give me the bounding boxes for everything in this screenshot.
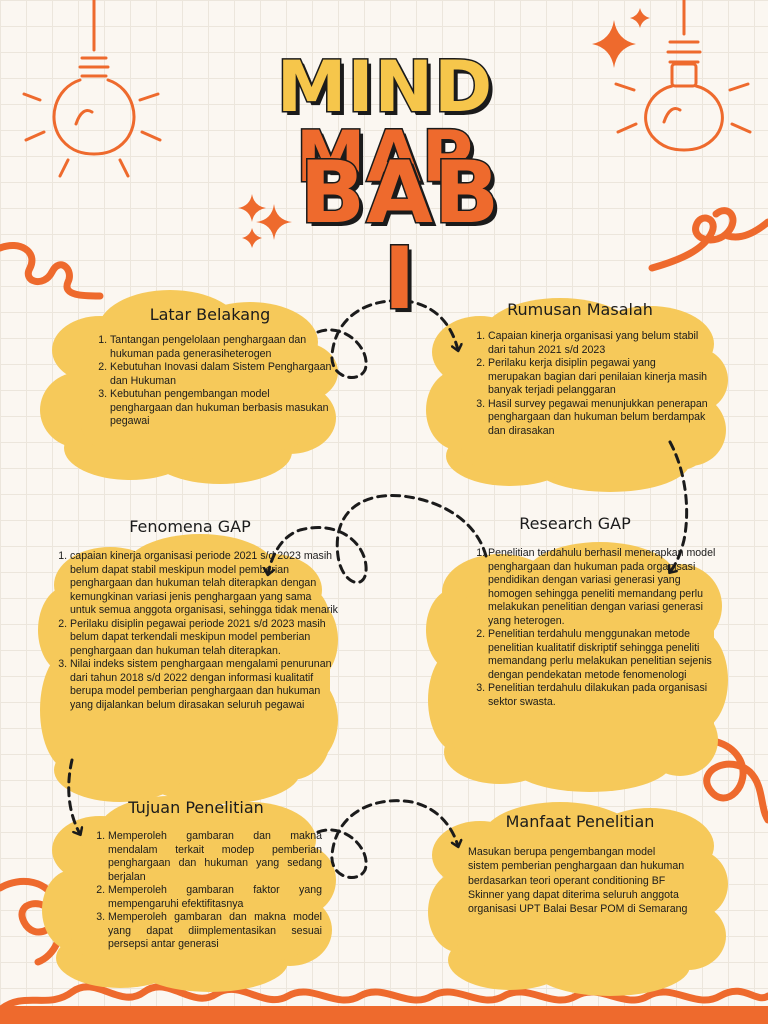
list-item: Hasil survey pegawai menunjukkan penerap… [488,398,708,439]
list-latar-belakang: Tantangan pengelolaan penghargaan dan hu… [92,334,332,429]
list-item: capaian kinerja organisasi periode 2021 … [70,550,340,618]
page-title: MIND MAP [180,51,590,194]
list-item: Memperoleh gambaran faktor yang mempenga… [108,884,322,911]
list-item: Tantangan pengelolaan penghargaan dan hu… [110,334,332,361]
squiggle-decorations [0,207,768,1014]
list-research-gap: Penelitian terdahulu berhasil menerapkan… [470,547,716,710]
list-item: Perilaku disiplin pegawai periode 2021 s… [70,618,340,659]
page-subtitle: BAB I [298,143,501,329]
list-item: Kebutuhan Inovasi dalam Sistem Pengharga… [110,361,332,388]
list-item: Capaian kinerja organisasi yang belum st… [488,330,708,357]
list-item: Penelitian terdahulu menggunakan metode … [488,628,716,682]
connector-arrows [67,299,689,879]
list-fenomena-gap: capaian kinerja organisasi periode 2021 … [52,550,340,713]
list-item: Perilaku kerja disiplin pegawai yang mer… [488,357,708,398]
list-rumusan-masalah: Capaian kinerja organisasi yang belum st… [470,330,708,438]
arrow-research-to-fenomena [268,494,488,584]
heading-manfaat-penelitian: Manfaat Penelitian [505,812,655,831]
bottom-border [0,1006,768,1024]
lightbulb-icon-right [614,0,752,152]
cloud-shapes [38,290,728,996]
list-item: Memperoleh gambaran dan makna mendalam t… [108,830,322,884]
list-item: Penelitian terdahulu dilakukan pada orga… [488,682,716,709]
list-tujuan-penelitian: Memperoleh gambaran dan makna mendalam t… [90,830,322,952]
list-item: Nilai indeks sistem penghargaan mengalam… [70,658,340,712]
heading-rumusan-masalah: Rumusan Masalah [507,300,653,319]
lightbulb-icon-left [22,0,162,178]
arrow-fenomena-to-tujuan [67,758,80,834]
list-item: Penelitian terdahulu berhasil menerapkan… [488,547,716,628]
sparkle-icons [238,8,650,248]
heading-latar-belakang: Latar Belakang [149,305,271,324]
arrow-rumusan-to-research [670,440,689,572]
title-word-map: MAP [294,116,475,198]
list-item: Memperoleh gambaran dan makna model yang… [108,911,322,952]
title-word-mind: MIND [275,46,494,128]
text-manfaat-penelitian: Masukan berupa pengembangan model sistem… [468,846,688,916]
heading-fenomena-gap: Fenomena GAP [129,517,251,536]
heading-research-gap: Research GAP [519,514,631,533]
heading-tujuan-penelitian: Tujuan Penelitian [128,798,264,817]
list-item: Kebutuhan pengembangan model penghargaan… [110,388,332,429]
